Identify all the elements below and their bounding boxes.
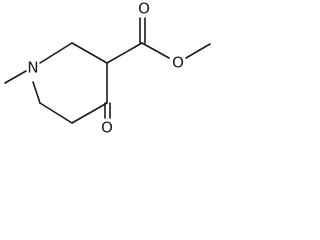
bond-c6-n	[32, 81, 41, 104]
atom-o-carbonyl: O	[138, 0, 150, 18]
bond-c5-c6	[39, 102, 73, 124]
bond-c2-c3	[71, 42, 108, 64]
bond-c4-c5	[71, 102, 108, 124]
bond-o-ether-methyl	[185, 43, 211, 59]
atom-n: N	[27, 59, 38, 77]
bond-c3-ccarbonyl	[106, 42, 143, 64]
atom-o-ether: O	[172, 54, 184, 72]
bond-methyl-n	[4, 70, 27, 84]
bond-n-c2	[39, 42, 73, 64]
atom-o-ketone: O	[101, 119, 113, 137]
bond-ccarbonyl-o-ether	[141, 42, 170, 59]
chemical-structure-diagram: N O O O	[4, 0, 211, 137]
